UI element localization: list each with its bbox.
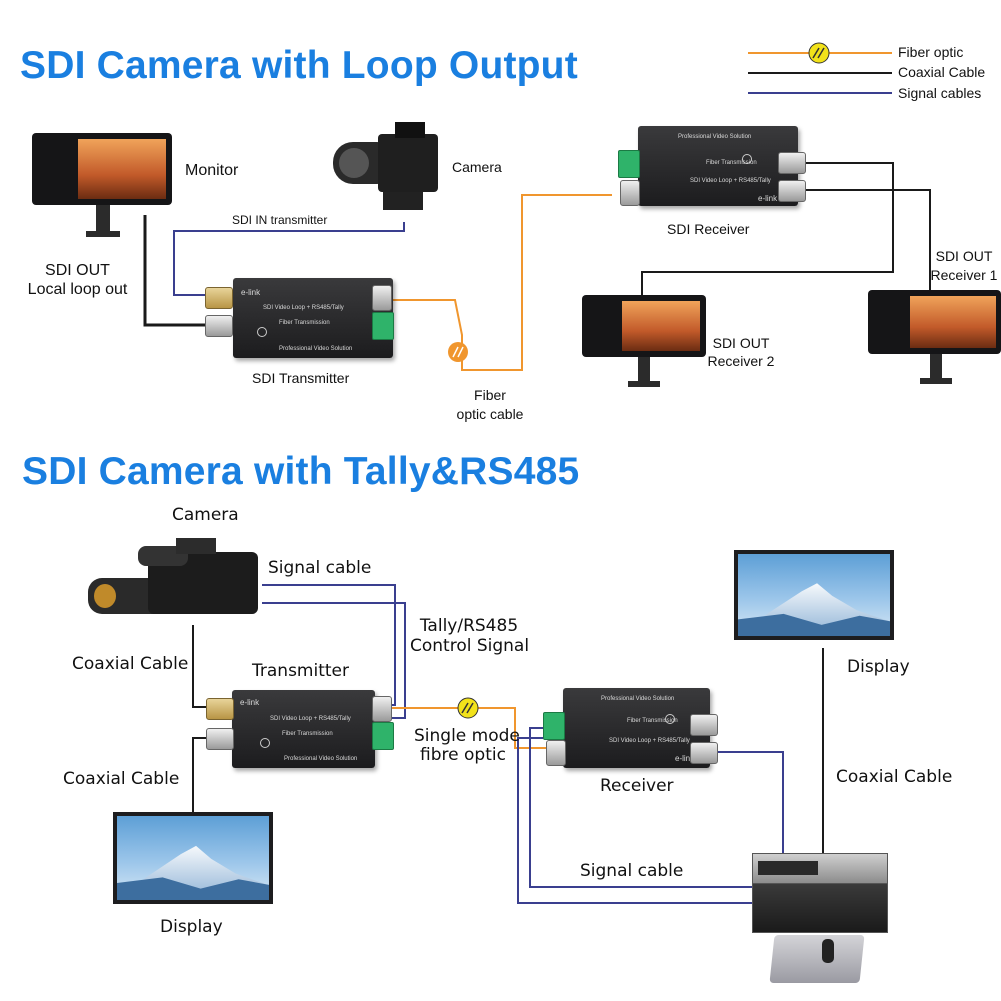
rx1-fiber-tx: Fiber Transmission <box>706 160 757 166</box>
label-tally-1: Tally/RS485 <box>419 616 519 636</box>
wire-coax-camera-tx <box>192 625 208 708</box>
label-sdi-in-transmitter: SDI IN transmitter <box>232 213 328 227</box>
transmitter-sec2: e-link SDI Video Loop + RS485/Tally Fibe… <box>232 690 375 768</box>
tx1-fiber-tx: Fiber Transmission <box>279 320 330 326</box>
label-single-mode-1: Single mode <box>414 726 520 746</box>
wire-camera-to-transmitter <box>173 222 405 296</box>
tx2-fiber-port <box>372 696 392 722</box>
rx1-model: SDI Video Loop + RS485/Tally <box>690 178 771 184</box>
control-rack <box>752 853 894 1001</box>
label-fiber-1: Fiber <box>474 387 506 403</box>
rx2-fiber-tx: Fiber Transmission <box>627 718 678 724</box>
sdi-transmitter-sec1: e-link SDI Video Loop + RS485/Tally Fibe… <box>233 278 393 358</box>
label-single-mode-2: fibre optic <box>420 745 506 765</box>
section2-title: SDI Camera with Tally&RS485 <box>22 450 580 493</box>
tx1-fiber-port <box>372 285 392 311</box>
tx2-solution: Professional Video Solution <box>284 756 358 762</box>
label-fiber-2: optic cable <box>456 406 524 422</box>
section1-title: SDI Camera with Loop Output <box>20 44 578 87</box>
rx2-solution: Professional Video Solution <box>601 696 675 702</box>
rx1-brand: e-link <box>758 194 778 203</box>
label-tally-2: Control Signal <box>410 636 530 656</box>
label-coaxial-left-top: Coaxial Cable <box>72 654 189 674</box>
legend-coax-label: Coaxial Cable <box>898 64 986 80</box>
tx2-bnc-in <box>206 698 234 720</box>
wire-rx-to-switcher <box>712 751 784 860</box>
label-sdi-receiver: SDI Receiver <box>667 221 750 237</box>
tx1-model: SDI Video Loop + RS485/Tally <box>263 305 344 311</box>
legend-fiber-marker-icon <box>808 42 830 64</box>
label-receiver2-2: Receiver 2 <box>707 353 775 369</box>
label-signal-cable-top: Signal cable <box>268 558 372 578</box>
tx2-bnc-loop <box>206 728 234 750</box>
label-transmitter: Transmitter <box>252 661 349 681</box>
rx2-terminal <box>543 712 565 740</box>
label-signal-cable-bottom: Signal cable <box>580 861 684 881</box>
label-sdi-out-local-2: Local loop out <box>27 281 128 298</box>
wire-signal-rx-control-1 <box>529 727 752 888</box>
tx1-terminal <box>372 312 394 340</box>
label-receiver1-2: Receiver 1 <box>930 267 998 283</box>
display-left <box>113 812 273 904</box>
rx1-bnc-out2 <box>778 180 806 202</box>
label-sdi-transmitter: SDI Transmitter <box>252 370 350 386</box>
fiber-marker-sec2-icon <box>457 697 479 719</box>
tx2-model: SDI Video Loop + RS485/Tally <box>270 716 351 722</box>
label-receiver2-1: SDI OUT <box>712 335 770 351</box>
rx2-bnc-out1 <box>690 714 718 736</box>
label-coaxial-left-bottom: Coaxial Cable <box>63 769 180 789</box>
label-display-right: Display <box>847 657 910 677</box>
legend-fiber-label: Fiber optic <box>898 44 964 60</box>
fiber-marker-sec1-icon <box>448 342 468 362</box>
tx1-solution: Professional Video Solution <box>279 346 353 352</box>
display-right <box>734 550 894 640</box>
rx1-terminal <box>618 150 640 178</box>
wire-fiber-sec1 <box>393 194 612 371</box>
label-coaxial-right: Coaxial Cable <box>836 767 953 787</box>
tx1-bnc-loop <box>205 315 233 337</box>
monitor-receiver1 <box>868 290 1001 390</box>
sdi-receiver-sec1: Professional Video Solution Fiber Transm… <box>638 126 798 206</box>
receiver-sec2: Professional Video Solution Fiber Transm… <box>563 688 710 768</box>
rx1-solution: Professional Video Solution <box>678 134 752 140</box>
rx2-fiber-port <box>546 740 566 766</box>
tx1-brand: e-link <box>241 288 261 297</box>
tx2-brand: e-link <box>240 698 260 707</box>
wire-coax-tx-display <box>192 737 208 812</box>
label-sdi-out-local-1: SDI OUT <box>45 262 110 279</box>
label-camera-sec2: Camera <box>172 505 239 525</box>
camera-sec2 <box>88 538 263 628</box>
wire-signal-rx-control-2 <box>517 737 752 904</box>
tx2-terminal <box>372 722 394 750</box>
label-monitor: Monitor <box>185 162 239 179</box>
label-camera-sec1: Camera <box>452 159 502 175</box>
wire-receiver-out2 <box>800 189 931 295</box>
rx1-bnc-out1 <box>778 152 806 174</box>
camera-sec1 <box>333 122 443 214</box>
wire-signal-cam-tx-2 <box>262 602 406 719</box>
label-display-left: Display <box>160 917 223 937</box>
wire-receiver-out1 <box>641 162 894 305</box>
rx2-bnc-out2 <box>690 742 718 764</box>
rx2-brand: e-link <box>675 754 695 763</box>
tx1-bnc-in <box>205 287 233 309</box>
wire-loop-out-monitor <box>143 215 205 327</box>
rx2-model: SDI Video Loop + RS485/Tally <box>609 738 690 744</box>
label-receiver: Receiver <box>600 776 674 796</box>
tx2-fiber-tx: Fiber Transmission <box>282 731 333 737</box>
label-receiver1-1: SDI OUT <box>935 248 993 264</box>
rx1-fiber-port <box>620 180 640 206</box>
monitor-receiver2 <box>582 295 706 395</box>
legend-signal-label: Signal cables <box>898 85 982 101</box>
monitor-sec1 <box>32 133 172 243</box>
